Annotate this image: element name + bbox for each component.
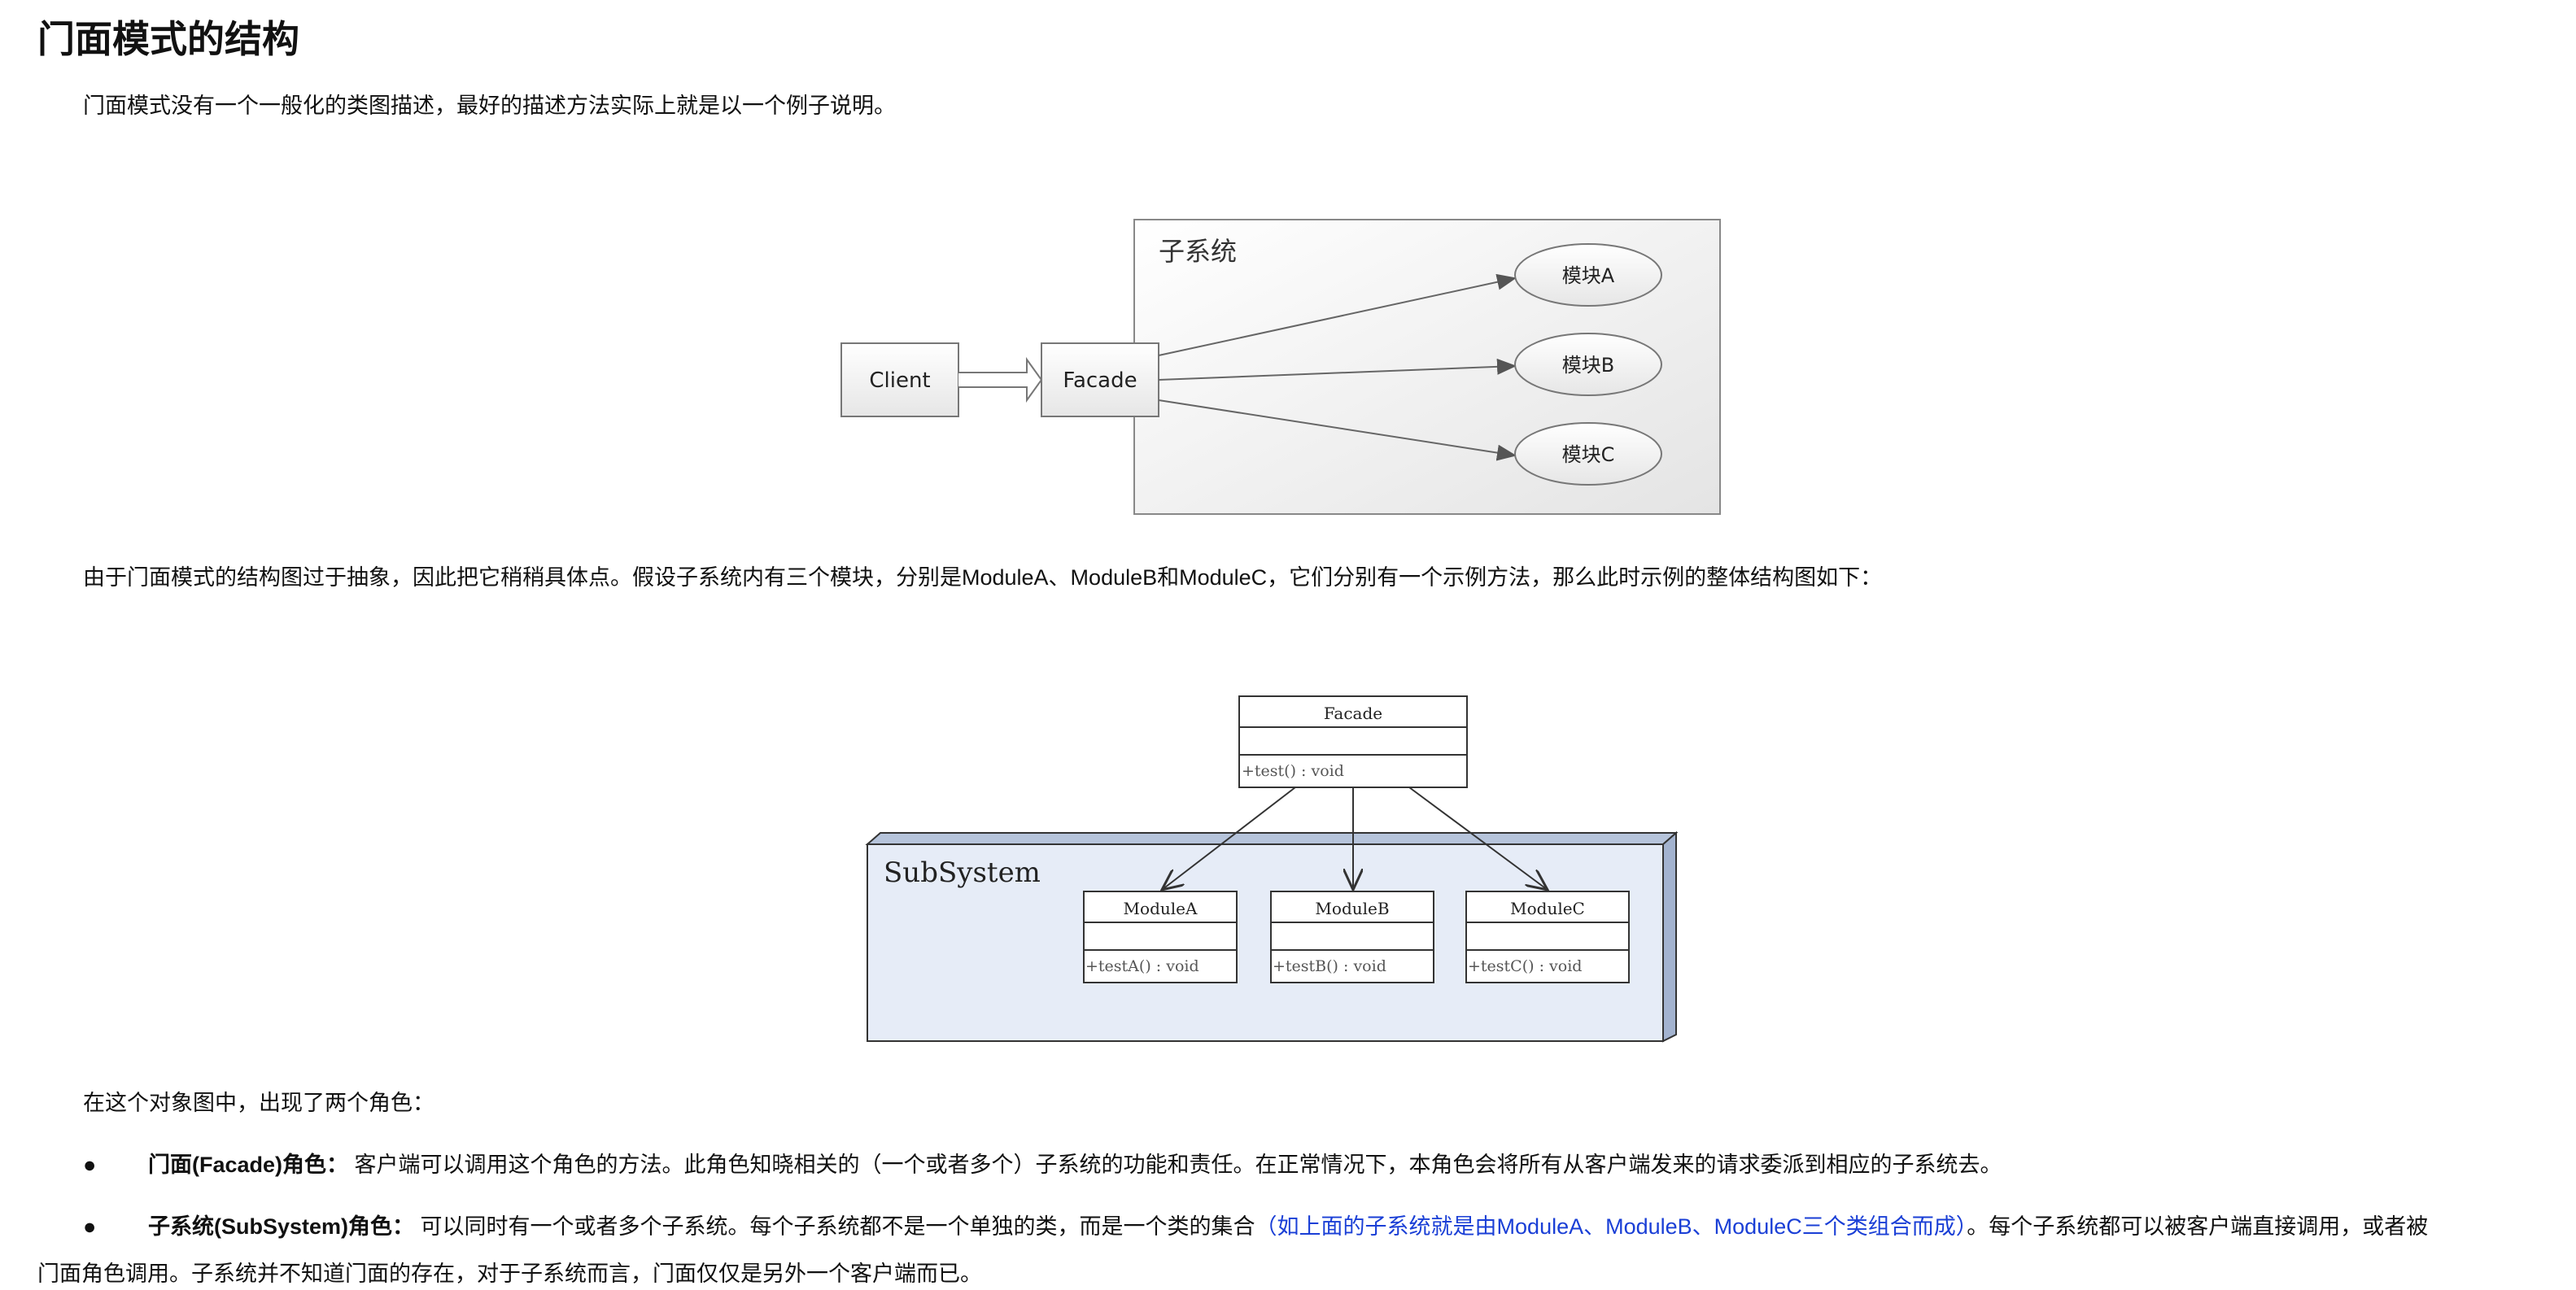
facade-label: Facade <box>1063 368 1137 393</box>
module-c-label: 模块C <box>1562 443 1615 466</box>
description-paragraph: 由于门面模式的结构图过于抽象，因此把它稍稍具体点。假设子系统内有三个模块，分别是… <box>83 565 1883 590</box>
module-c-class-name: ModuleC <box>1510 899 1585 918</box>
module-a-class: ModuleA +testA() : void <box>1083 891 1238 983</box>
roles-intro: 在这个对象图中，出现了两个角色： <box>83 1091 434 1115</box>
arrow-to-module-b <box>1158 358 1517 381</box>
facade-class-name: Facade <box>1324 704 1382 723</box>
subsystem-package-label: SubSystem <box>884 856 1041 889</box>
module-c-class: ModuleC +testC() : void <box>1465 891 1630 983</box>
subsystem-package-top <box>865 832 1678 845</box>
bullet-dot: ● <box>83 1153 97 1177</box>
module-c-class-box <box>1465 891 1630 983</box>
facade-class-method: +test() : void <box>1242 762 1344 780</box>
role-item-facade: ● 门面(Facade)角色： 客户端可以调用这个角色的方法。此角色知晓相关的（一… <box>83 1148 2002 1181</box>
page-title: 门面模式的结构 <box>37 18 299 60</box>
role-highlight-note: （如上面的子系统就是由ModuleA、ModuleB、ModuleC三个类组合而… <box>1255 1214 1967 1239</box>
subsystem-package-side <box>1662 830 1677 1043</box>
module-b-class-name: ModuleB <box>1315 899 1389 918</box>
module-a-class-name: ModuleA <box>1124 899 1198 918</box>
module-a-label: 模块A <box>1562 264 1615 287</box>
assoc-to-module-c <box>1408 787 1548 890</box>
role-description: 可以同时有一个或者多个子系统。每个子系统都不是一个单独的类，而是一个类的集合 <box>414 1214 1255 1239</box>
module-b-class-box <box>1270 891 1434 983</box>
intro-paragraph: 门面模式没有一个一般化的类图描述，最好的描述方法实际上就是以一个例子说明。 <box>83 94 896 118</box>
module-a-class-box <box>1083 891 1238 983</box>
client-box <box>840 342 959 417</box>
subsystem-label: 子系统 <box>1159 236 1237 267</box>
assoc-to-module-a <box>1162 787 1296 890</box>
module-a-ellipse <box>1514 243 1662 307</box>
role-item-subsystem: ● 子系统(SubSystem)角色： 可以同时有一个或者多个子系统。每个子系统都… <box>83 1210 2428 1243</box>
arrow-to-module-c <box>1158 399 1517 461</box>
module-b-class: ModuleB +testB() : void <box>1270 891 1434 983</box>
module-c-class-method: +testC() : void <box>1468 957 1582 975</box>
client-label: Client <box>869 368 930 393</box>
bullet-dot: ● <box>83 1214 97 1239</box>
module-c-ellipse <box>1514 422 1662 486</box>
arrow-to-module-a <box>1158 273 1517 356</box>
module-b-ellipse <box>1514 333 1662 396</box>
facade-box <box>1041 342 1159 417</box>
client-facade-arrow <box>958 356 1043 403</box>
role-description: 客户端可以调用这个角色的方法。此角色知晓相关的（一个或者多个）子系统的功能和责任… <box>348 1153 2002 1177</box>
facade-structure-diagram: 子系统 Client Facade 模块A 模块B 模块C <box>840 219 1721 515</box>
subsystem-class-diagram: SubSystem Facade +test() : void ModuleA … <box>865 695 1678 1043</box>
module-a-class-method: +testA() : void <box>1085 957 1199 975</box>
role-term: 门面(Facade)角色： <box>148 1153 349 1177</box>
role-continuation: 门面角色调用。子系统并不知道门面的存在，对于子系统而言，门面仅仅是另外一个客户端… <box>37 1262 982 1286</box>
module-b-class-method: +testB() : void <box>1273 957 1386 975</box>
role-description-after: 。每个子系统都可以被客户端直接调用，或者被 <box>1967 1214 2429 1239</box>
module-b-label: 模块B <box>1562 354 1614 377</box>
role-term: 子系统(SubSystem)角色： <box>148 1214 415 1239</box>
